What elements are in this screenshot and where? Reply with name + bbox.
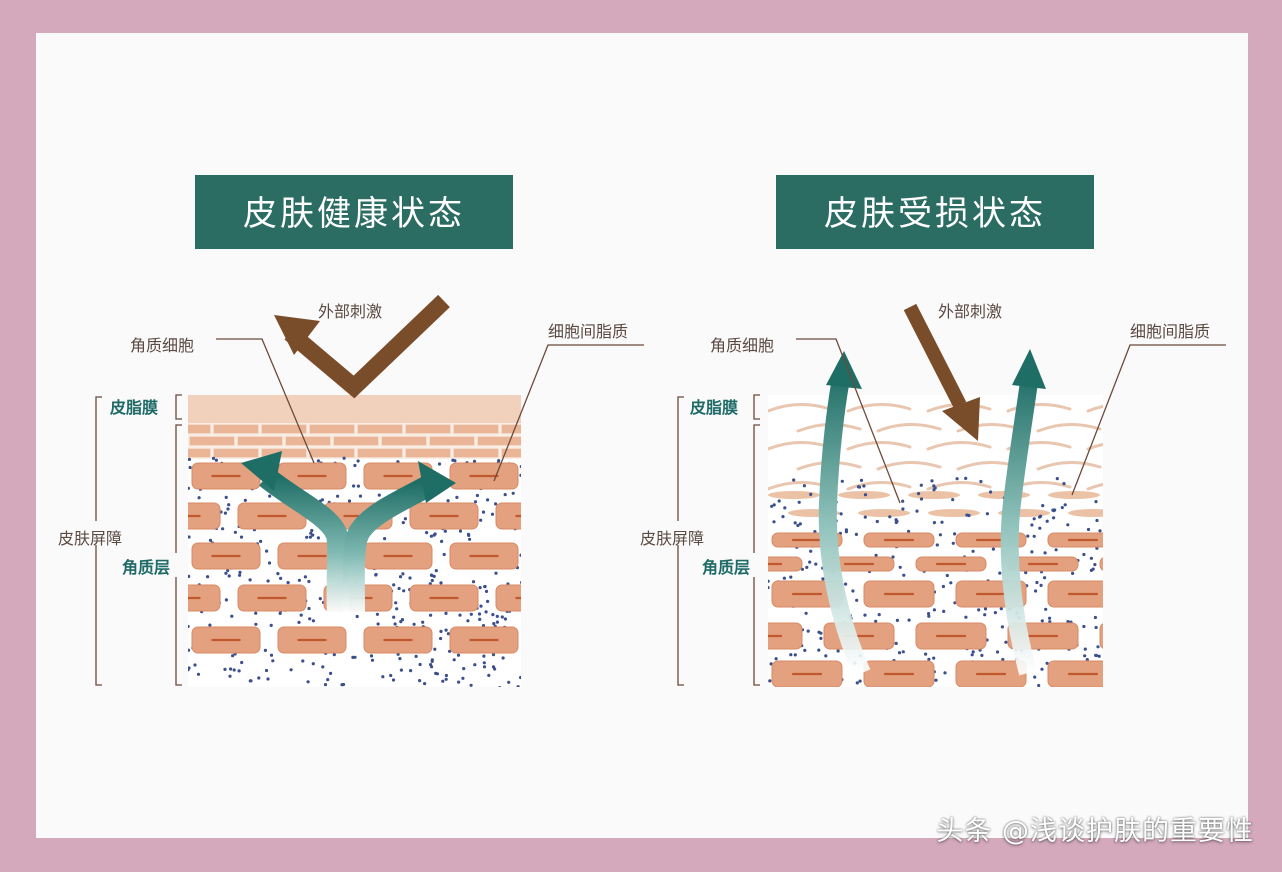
panel-healthy: 皮肤健康状态 外部刺激 角质细胞 细胞间脂质 皮脂膜: [58, 175, 644, 687]
healthy-sebum-bracket: [175, 394, 182, 420]
diagram-canvas: 皮肤健康状态 外部刺激 角质细胞 细胞间脂质 皮脂膜: [36, 33, 1248, 838]
healthy-brick-layer: [188, 423, 521, 459]
damaged-title-box: [776, 175, 1094, 249]
healthy-reflect-arrow: [241, 451, 456, 614]
damaged-title: 皮肤受损状态: [824, 194, 1046, 234]
healthy-title-box: [195, 175, 513, 249]
healthy-label-external: 外部刺激: [318, 302, 382, 321]
healthy-label-corneum: 角质层: [122, 558, 170, 577]
damaged-label-corneum: 角质层: [702, 558, 750, 577]
healthy-label-lipid: 细胞间脂质: [548, 322, 628, 341]
damaged-label-lipid: 细胞间脂质: [1130, 322, 1210, 341]
damaged-label-corneocyte: 角质细胞: [710, 336, 774, 355]
healthy-leader-lipid: [493, 344, 644, 482]
healthy-label-barrier: 皮肤屏障: [58, 529, 122, 548]
healthy-title: 皮肤健康状态: [243, 194, 465, 234]
damaged-label-external: 外部刺激: [938, 302, 1002, 321]
healthy-sebum-film: [188, 395, 521, 423]
damaged-label-barrier: 皮肤屏障: [640, 529, 704, 548]
healthy-leader-corneocyte: [216, 338, 315, 464]
skin-diagram: 皮肤健康状态 外部刺激 角质细胞 细胞间脂质 皮脂膜: [58, 175, 1226, 687]
healthy-label-corneocyte: 角质细胞: [130, 336, 194, 355]
damaged-escape-arrows: [818, 349, 1046, 677]
damaged-external-arrow: [903, 303, 980, 441]
damaged-leader-corneocyte: [796, 338, 901, 504]
damaged-leader-lipid: [1071, 344, 1226, 496]
damaged-sebum-bracket: [753, 394, 760, 420]
healthy-label-sebum: 皮脂膜: [109, 398, 158, 417]
damaged-label-sebum: 皮脂膜: [689, 398, 738, 417]
watermark: 头条 @浅谈护肤的重要性: [936, 816, 1254, 847]
healthy-external-arrow: [274, 294, 450, 399]
panel-damaged: 皮肤受损状态 外部刺激 角质细胞 细胞间脂质 皮脂膜 皮肤屏障: [640, 175, 1226, 687]
